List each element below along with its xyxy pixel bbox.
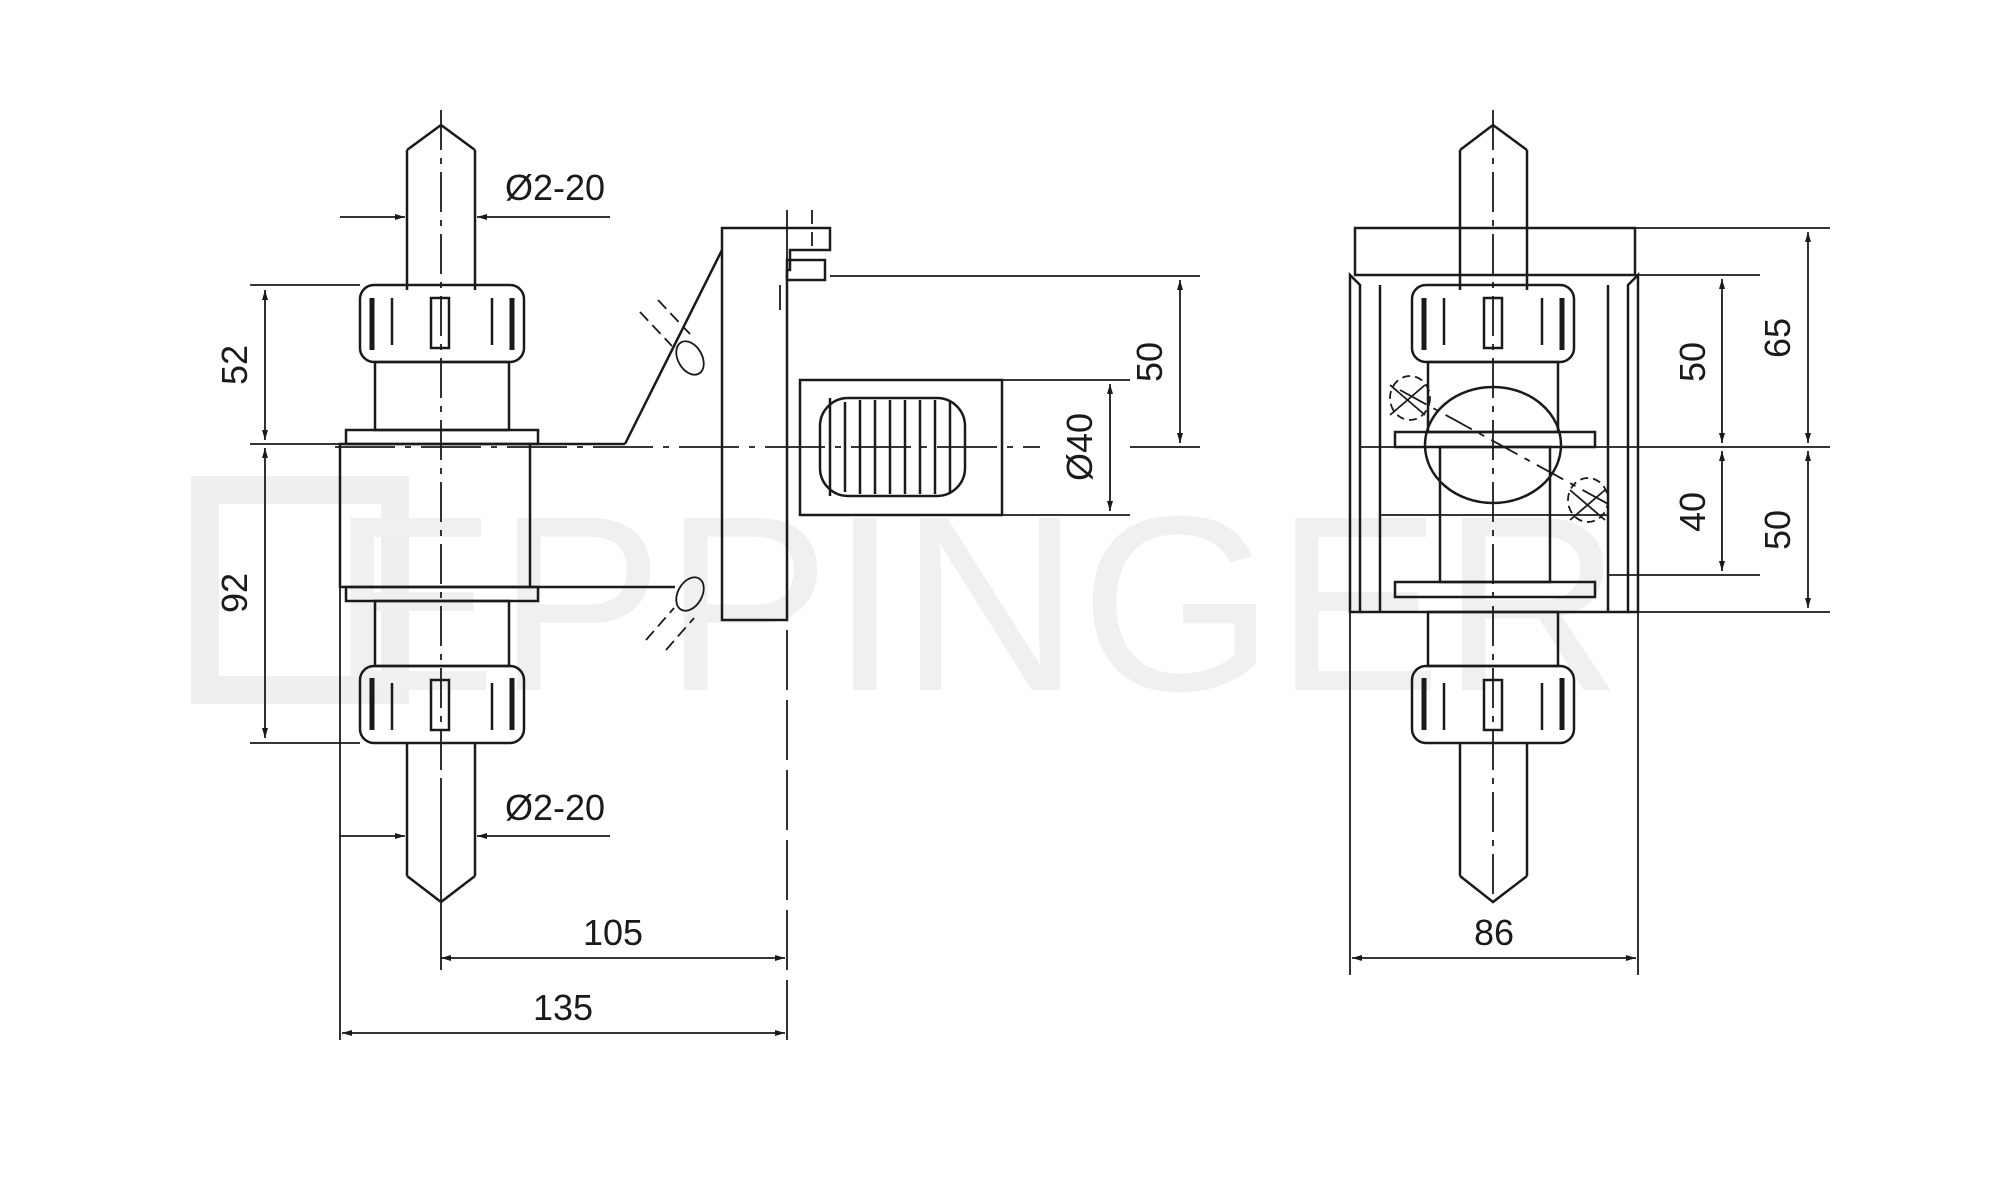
dim-upper-height: 52 (214, 345, 255, 385)
top-spindle (373, 360, 511, 432)
front-coolant-circles (1389, 375, 1611, 523)
front-bottom-collet-nut (1410, 664, 1576, 745)
watermark-text: EPPINGER (330, 464, 1622, 743)
bottom-collet-nut (358, 664, 526, 745)
front-top-collet-nut (1410, 283, 1576, 434)
dim-front-lower-inner: 40 (1672, 492, 1713, 532)
front-view (1348, 110, 1830, 975)
dim-front-upper-total: 65 (1757, 318, 1798, 358)
dim-collet-diameter-bottom: Ø2-20 (505, 787, 605, 828)
dim-shank-offset: 50 (1129, 342, 1170, 382)
watermark: EPPINGER (191, 464, 1622, 743)
dim-collet-diameter-top: Ø2-20 (505, 167, 605, 208)
dim-length-total: 135 (533, 987, 593, 1028)
mounting-plate (720, 210, 832, 1040)
dim-shank-diameter: Ø40 (1059, 413, 1100, 481)
front-bottom-tool (1458, 743, 1529, 904)
top-collet-nut (358, 283, 526, 364)
side-extension-lines (250, 200, 1200, 1040)
coolant-nozzle-top (639, 299, 705, 376)
front-top-cap (1353, 226, 1637, 277)
dim-front-width: 86 (1474, 912, 1514, 953)
side-view (250, 110, 1200, 1040)
front-extension-lines (1349, 227, 1830, 975)
dim-front-lower-total: 50 (1757, 510, 1798, 550)
watermark-logo-box (191, 476, 409, 704)
coolant-nozzle-bottom (645, 576, 705, 651)
dim-lower-height: 92 (214, 573, 255, 613)
dim-front-upper-inner: 50 (1672, 342, 1713, 382)
front-housing (1348, 271, 1640, 614)
dim-length-inner: 105 (583, 912, 643, 953)
top-flange (344, 428, 540, 446)
side-dimension-lines (262, 214, 1183, 1036)
housing-taper (623, 249, 724, 445)
front-dimension-lines (1352, 232, 1811, 961)
